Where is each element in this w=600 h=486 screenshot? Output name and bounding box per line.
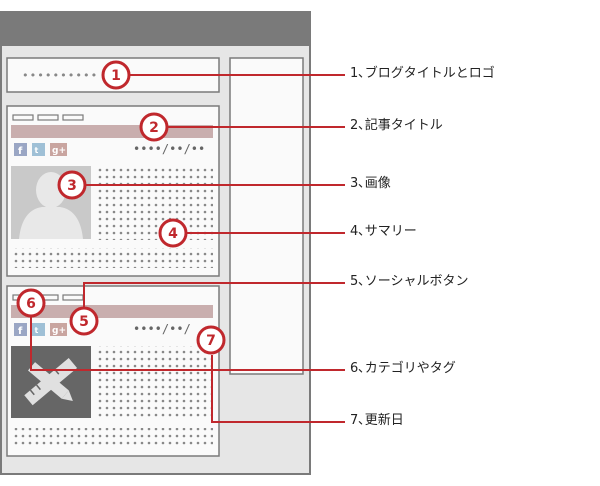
twitter-icon [32, 323, 45, 336]
callout-label-category-tags: 6､カテゴリやタグ [350, 361, 456, 376]
twitter-icon [32, 143, 45, 156]
svg-text:t: t [35, 326, 39, 335]
svg-text:4: 4 [168, 226, 178, 242]
callout-marker: 7 [196, 325, 226, 355]
svg-text:f: f [18, 146, 23, 157]
summary-text-bottom [11, 428, 213, 448]
callout-marker: 3 [57, 170, 87, 200]
callout-label-social-buttons: 5､ソーシャルボタン [350, 274, 469, 289]
category-tag-placeholders [12, 114, 84, 121]
callout-lines [30, 74, 345, 423]
callout-marker: 6 [16, 288, 46, 318]
svg-text:1: 1 [111, 68, 121, 84]
summary-text [98, 346, 213, 419]
svg-text:6: 6 [26, 296, 36, 312]
post-card: f t g+ ••••/••/•• [6, 105, 220, 277]
callout-marker: 2 [139, 112, 169, 142]
post-title-bar [11, 305, 213, 318]
facebook-icon [14, 323, 27, 336]
svg-text:7: 7 [206, 333, 216, 349]
blog-title-placeholder: •••••••••• [22, 69, 98, 82]
svg-text:2: 2 [149, 120, 159, 136]
social-buttons: f t g+ [14, 143, 67, 157]
svg-text:f: f [18, 326, 23, 337]
callout-marker: 1 [101, 60, 131, 90]
callout-marker: 4 [158, 218, 188, 248]
summary-text-bottom [11, 248, 213, 268]
callout-label-blog-title: 1､ブログタイトルとロゴ [350, 66, 495, 81]
svg-text:t: t [35, 146, 39, 155]
svg-text:5: 5 [79, 314, 89, 330]
pencil-ruler-icon [11, 346, 91, 418]
callout-marker: 5 [69, 306, 99, 336]
svg-text:g+: g+ [52, 146, 66, 156]
svg-text:3: 3 [67, 178, 77, 194]
google-plus-icon [50, 143, 67, 156]
sidebar-box [229, 57, 304, 375]
summary-text [98, 166, 213, 240]
facebook-icon [14, 143, 27, 156]
google-plus-icon [50, 323, 67, 336]
callout-label-image: 3､画像 [350, 176, 391, 191]
post-date: ••••/••/•• [133, 142, 205, 156]
post-date: ••••/••/ [133, 322, 191, 336]
callout-label-updated-date: 7､更新日 [350, 413, 404, 428]
callout-label-article-title: 2､記事タイトル [350, 118, 443, 133]
social-buttons: f t g+ [14, 323, 67, 337]
callout-label-summary: 4､サマリー [350, 224, 417, 239]
svg-text:g+: g+ [52, 326, 66, 336]
